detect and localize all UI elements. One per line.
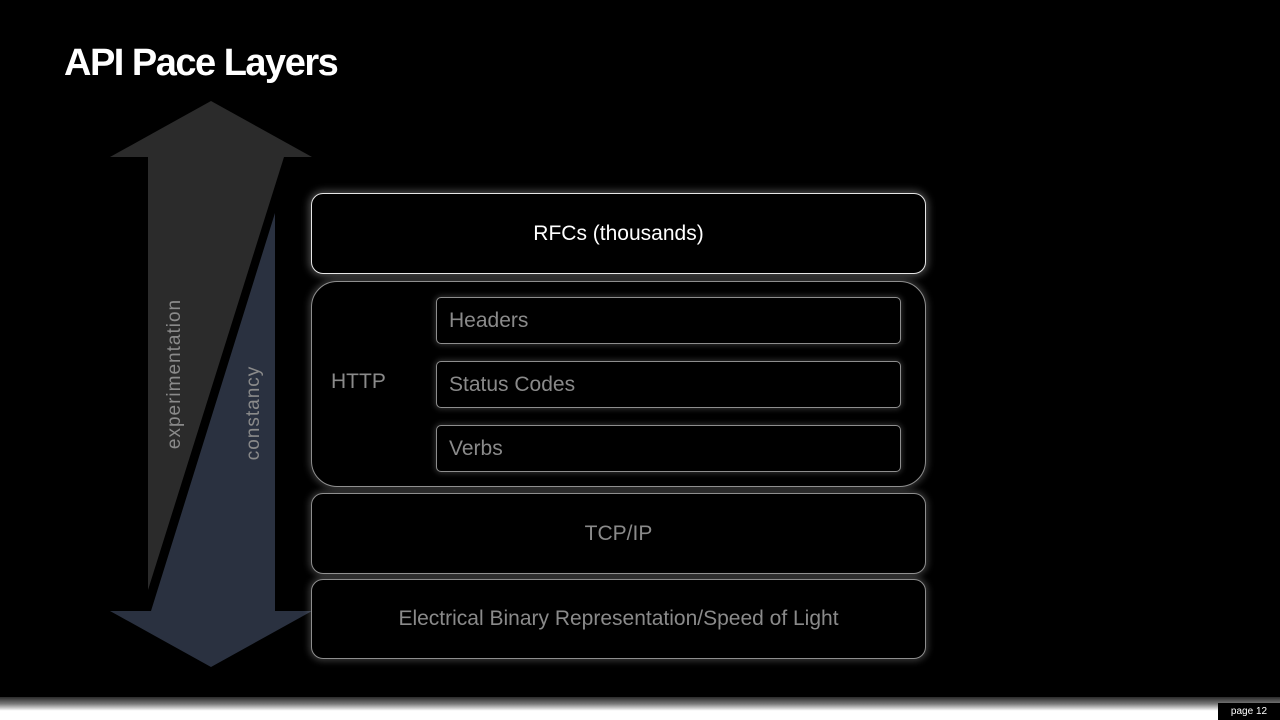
- layer-physical-label: Electrical Binary Representation/Speed o…: [398, 607, 839, 630]
- layer-http-label: HTTP: [331, 370, 386, 393]
- http-verbs-box: Verbs: [436, 425, 901, 472]
- experimentation-label: experimentation: [164, 298, 185, 450]
- slide-title: API Pace Layers: [64, 42, 339, 84]
- http-status-codes-box: Status Codes: [436, 361, 901, 408]
- pace-arrow-graphic: [110, 101, 312, 667]
- layer-rfcs: RFCs (thousands): [311, 193, 926, 274]
- constancy-arrow: [110, 213, 312, 667]
- layer-rfcs-label: RFCs (thousands): [533, 221, 704, 245]
- footer-bar: [0, 697, 1280, 720]
- constancy-label: constancy: [243, 365, 264, 461]
- http-headers-label: Headers: [449, 308, 529, 332]
- page-number: page 12: [1218, 703, 1280, 720]
- experimentation-arrow: [110, 101, 312, 590]
- http-verbs-label: Verbs: [449, 436, 503, 460]
- layer-tcp-ip-label: TCP/IP: [584, 521, 653, 545]
- layer-physical: Electrical Binary Representation/Speed o…: [311, 579, 926, 659]
- layer-tcp-ip: TCP/IP: [311, 493, 926, 574]
- http-status-codes-label: Status Codes: [449, 372, 576, 396]
- http-headers-box: Headers: [436, 297, 901, 344]
